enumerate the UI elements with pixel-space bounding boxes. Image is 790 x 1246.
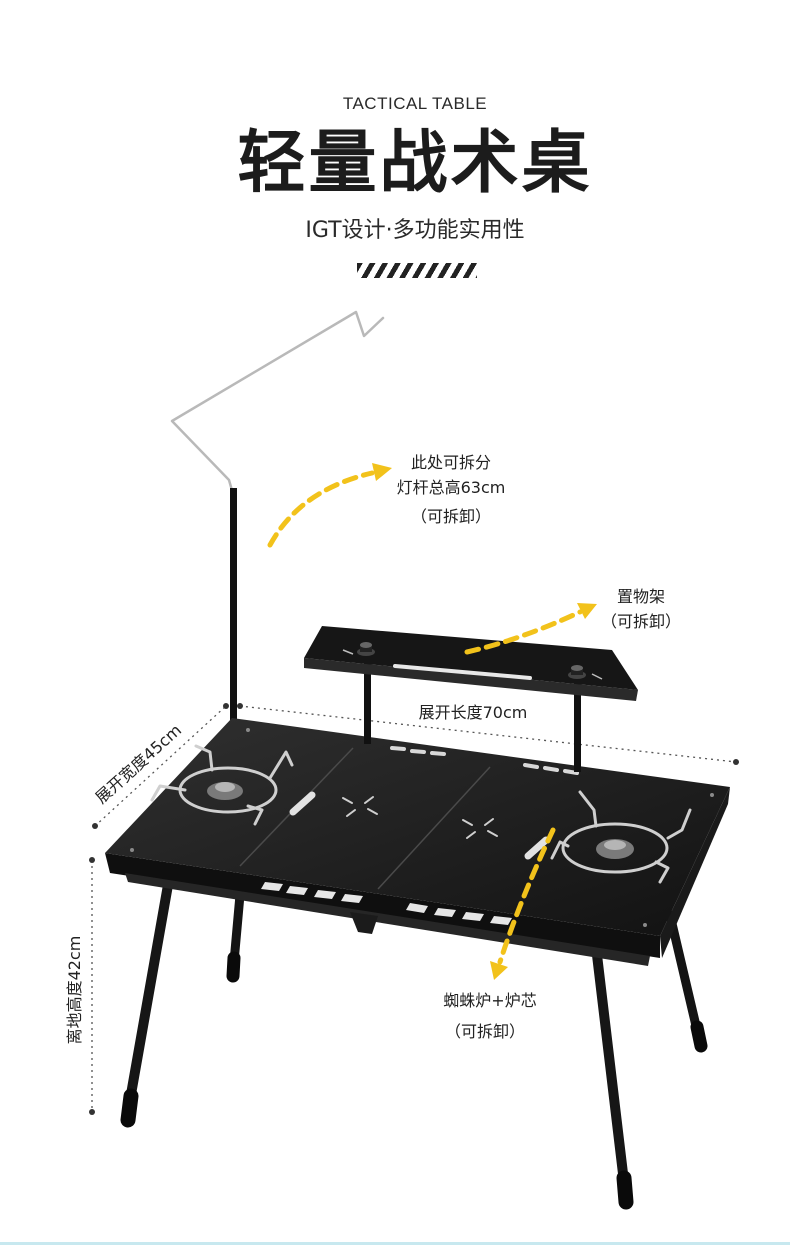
diagonal-stripes-icon — [357, 263, 477, 278]
shelf-label-line1: 置物架 — [617, 587, 665, 606]
height-label: 离地高度42cm — [65, 936, 84, 1045]
length-label: 展开长度70cm — [419, 703, 528, 722]
lamp-label-line1: 此处可拆分 — [411, 453, 491, 472]
left-spider-stove — [150, 744, 294, 826]
height-dimension-line — [89, 857, 95, 1115]
front-right-leg — [592, 950, 634, 1210]
page-subtitle: IGT设计·多功能实用性 — [305, 218, 525, 243]
back-left-leg — [226, 890, 245, 983]
right-spider-stove — [550, 790, 692, 884]
bottom-divider — [0, 1242, 790, 1245]
shelf-posts — [364, 660, 581, 772]
shelf-arrow-icon — [464, 603, 597, 655]
lamp-arrow-icon — [267, 463, 392, 548]
lamp-pole — [170, 310, 385, 720]
width-dimension-line — [92, 703, 229, 829]
front-left-leg — [120, 880, 173, 1128]
stove-arrow-icon — [490, 827, 556, 980]
lamp-label-line2: 灯杆总高63cm — [397, 478, 506, 497]
tabletop — [105, 718, 730, 966]
length-dimension-line — [237, 703, 739, 765]
stove-label-line1: 蜘蛛炉+炉芯 — [443, 991, 536, 1010]
page-title: 轻量战术桌 — [237, 124, 593, 203]
back-right-leg — [665, 910, 708, 1053]
eyebrow-text: TACTICAL TABLE — [342, 94, 488, 113]
storage-shelf — [304, 626, 638, 701]
shelf-label-line2: （可拆卸） — [601, 612, 681, 631]
lamp-label-line3: （可拆卸） — [411, 507, 491, 526]
stove-label-line2: （可拆卸） — [445, 1022, 525, 1041]
